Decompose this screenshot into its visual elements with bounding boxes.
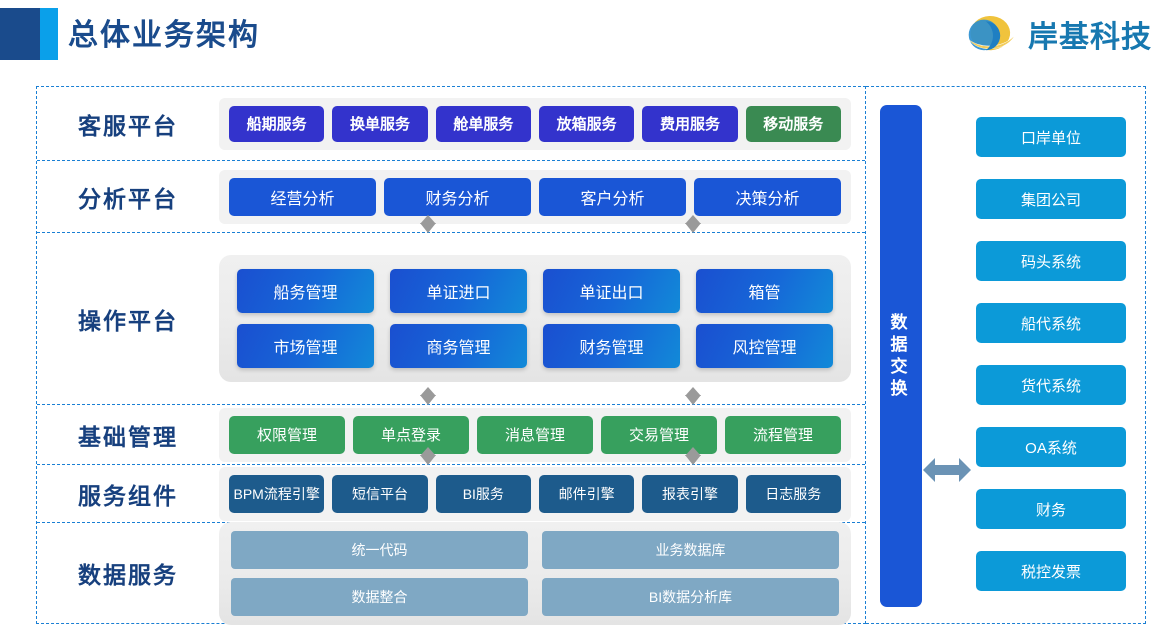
basic-chip-workflow[interactable]: 流程管理	[725, 415, 841, 454]
component-chip-log[interactable]: 日志服务	[745, 474, 841, 513]
layer-row-operation: 操作平台 船务管理 单证进口 单证出口 箱管 市场管理 商务管理 财务管理 风控…	[37, 233, 865, 405]
service-chip-cangdan[interactable]: 舱单服务	[435, 105, 531, 142]
header-accent-bar-light	[40, 8, 58, 60]
chip-group: 船务管理 单证进口 单证出口 箱管 市场管理 商务管理 财务管理 风控管理	[219, 255, 851, 382]
operation-chip-market[interactable]: 市场管理	[237, 324, 374, 368]
chip-group: 权限管理 单点登录 消息管理 交易管理 流程管理	[219, 407, 851, 462]
component-chip-report[interactable]: 报表引擎	[642, 474, 738, 513]
external-item-finance[interactable]: 财务	[976, 489, 1126, 529]
component-chip-bi[interactable]: BI服务	[435, 474, 531, 513]
exchange-char-3: 交	[890, 357, 912, 376]
exchange-char-4: 换	[890, 379, 912, 398]
brand-logo: 岸基科技	[966, 12, 1152, 56]
layer-label: 基础管理	[78, 423, 178, 450]
basic-chip-message[interactable]: 消息管理	[477, 415, 593, 454]
chip-group: 统一代码 业务数据库 数据整合 BI数据分析库	[219, 521, 851, 625]
operation-chip-shipping[interactable]: 船务管理	[237, 269, 374, 313]
data-chip-business-db[interactable]: 业务数据库	[542, 530, 839, 569]
external-item-tax-invoice[interactable]: 税控发票	[976, 551, 1126, 591]
operation-chip-business[interactable]: 商务管理	[390, 324, 527, 368]
exchange-char-2: 据	[890, 335, 912, 354]
external-item-terminal-system[interactable]: 码头系统	[976, 241, 1126, 281]
down-arrow-connector-icon	[685, 215, 701, 241]
operation-chip-doc-import[interactable]: 单证进口	[390, 269, 527, 313]
service-chip-huandan[interactable]: 换单服务	[332, 105, 428, 142]
operation-chip-doc-export[interactable]: 单证出口	[543, 269, 680, 313]
external-integration-panel: 数 据 交 换 口岸单位 集团公司 码头系统 船代系统 货代系统 OA系统 财务…	[866, 86, 1146, 624]
page-title: 总体业务架构	[68, 19, 260, 52]
architecture-board: 客服平台 船期服务 换单服务 舱单服务 放箱服务 费用服务 移动服务 分析平台 …	[36, 86, 1146, 625]
external-system-list: 口岸单位 集团公司 码头系统 船代系统 货代系统 OA系统 财务 税控发票	[976, 117, 1126, 591]
external-item-port-authority[interactable]: 口岸单位	[976, 117, 1126, 157]
operation-grid: 船务管理 单证进口 单证出口 箱管 市场管理 商务管理 财务管理 风控管理	[237, 269, 833, 368]
analysis-chip-decision[interactable]: 决策分析	[694, 177, 841, 216]
down-arrow-connector-icon	[685, 387, 701, 413]
basic-chip-permission[interactable]: 权限管理	[229, 415, 345, 454]
basic-chip-transaction[interactable]: 交易管理	[601, 415, 717, 454]
exchange-char-1: 数	[890, 313, 912, 332]
external-item-freight-forwarder[interactable]: 货代系统	[976, 365, 1126, 405]
layer-row-data-services: 数据服务 统一代码 业务数据库 数据整合 BI数据分析库	[37, 521, 865, 625]
wave-circle-logo-icon	[968, 15, 1015, 51]
layer-row-customer-service: 客服平台 船期服务 换单服务 舱单服务 放箱服务 费用服务 移动服务	[37, 87, 865, 161]
chip-group: 船期服务 换单服务 舱单服务 放箱服务 费用服务 移动服务	[219, 97, 851, 150]
platform-stack: 客服平台 船期服务 换单服务 舱单服务 放箱服务 费用服务 移动服务 分析平台 …	[36, 86, 866, 625]
layer-body: BPM流程引擎 短信平台 BI服务 邮件引擎 报表引擎 日志服务	[219, 466, 865, 521]
layer-label: 数据服务	[78, 562, 178, 588]
brand-name: 岸基科技	[1028, 21, 1152, 54]
analysis-chip-customer[interactable]: 客户分析	[539, 177, 686, 216]
service-chip-mobile[interactable]: 移动服务	[745, 105, 841, 142]
external-item-oa-system[interactable]: OA系统	[976, 427, 1126, 467]
analysis-chip-operation[interactable]: 经营分析	[229, 177, 376, 216]
service-chip-feiyong[interactable]: 费用服务	[642, 105, 738, 142]
layer-label: 分析平台	[78, 185, 178, 212]
layer-body: 船期服务 换单服务 舱单服务 放箱服务 费用服务 移动服务	[219, 97, 865, 150]
data-exchange-bar[interactable]: 数 据 交 换	[880, 105, 922, 607]
layer-body: 权限管理 单点登录 消息管理 交易管理 流程管理	[219, 407, 865, 462]
header-accent-bar-dark	[0, 8, 40, 60]
operation-chip-finance[interactable]: 财务管理	[543, 324, 680, 368]
layer-body: 船务管理 单证进口 单证出口 箱管 市场管理 商务管理 财务管理 风控管理	[219, 255, 865, 382]
component-chip-bpm[interactable]: BPM流程引擎	[229, 474, 325, 513]
layer-body: 统一代码 业务数据库 数据整合 BI数据分析库	[219, 521, 865, 625]
layer-row-basic-management: 基础管理 权限管理 单点登录 消息管理 交易管理 流程管理	[37, 405, 865, 465]
down-arrow-connector-icon	[420, 447, 436, 473]
layer-row-service-components: 服务组件 BPM流程引擎 短信平台 BI服务 邮件引擎 报表引擎 日志服务	[37, 465, 865, 523]
data-chip-data-integration[interactable]: 数据整合	[231, 577, 528, 616]
layer-row-analysis: 分析平台 经营分析 财务分析 客户分析 决策分析	[37, 161, 865, 233]
chip-group: 经营分析 财务分析 客户分析 决策分析	[219, 169, 851, 224]
component-chip-sms[interactable]: 短信平台	[332, 474, 428, 513]
page-header: 总体业务架构 岸基科技	[0, 0, 1157, 76]
basic-chip-sso[interactable]: 单点登录	[353, 415, 469, 454]
component-chip-mail[interactable]: 邮件引擎	[538, 474, 635, 513]
analysis-chip-finance[interactable]: 财务分析	[384, 177, 531, 216]
layer-body: 经营分析 财务分析 客户分析 决策分析	[219, 169, 865, 224]
double-headed-arrow-icon	[923, 458, 971, 482]
data-service-grid: 统一代码 业务数据库 数据整合 BI数据分析库	[231, 530, 839, 616]
data-chip-bi-db[interactable]: BI数据分析库	[542, 577, 839, 616]
service-chip-chuanqi[interactable]: 船期服务	[229, 105, 325, 142]
layer-label: 客服平台	[78, 112, 178, 139]
layer-label: 操作平台	[78, 307, 178, 334]
external-item-shipping-agent[interactable]: 船代系统	[976, 303, 1126, 343]
chip-group: BPM流程引擎 短信平台 BI服务 邮件引擎 报表引擎 日志服务	[219, 466, 851, 521]
operation-chip-container[interactable]: 箱管	[696, 269, 833, 313]
operation-chip-risk[interactable]: 风控管理	[696, 324, 833, 368]
down-arrow-connector-icon	[685, 447, 701, 473]
data-chip-unified-code[interactable]: 统一代码	[231, 530, 528, 569]
external-item-group-company[interactable]: 集团公司	[976, 179, 1126, 219]
service-chip-fangxiang[interactable]: 放箱服务	[538, 105, 635, 142]
layer-label: 服务组件	[78, 482, 178, 509]
down-arrow-connector-icon	[420, 215, 436, 241]
down-arrow-connector-icon	[420, 387, 436, 413]
